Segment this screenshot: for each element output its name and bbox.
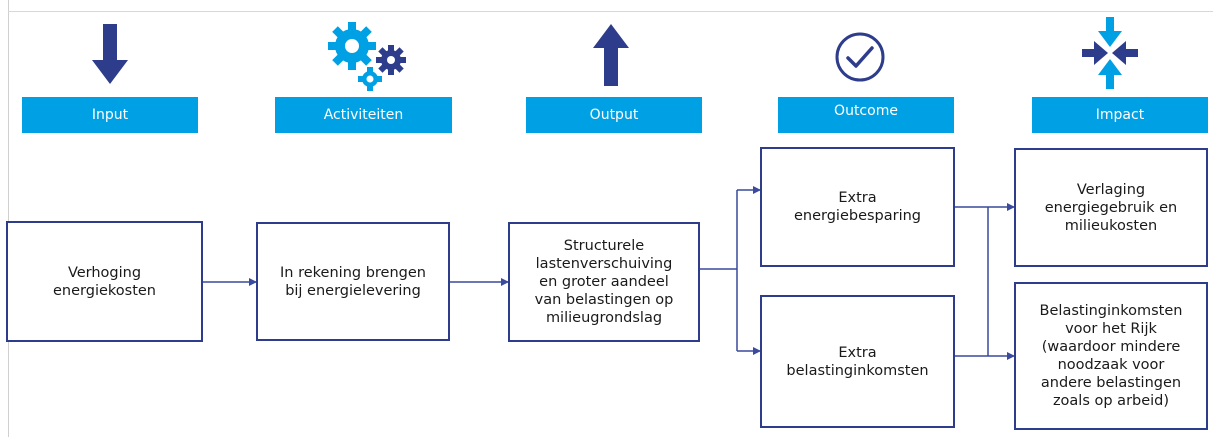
impact-energy-box: Verlaging energiegebruik en milieukosten bbox=[1014, 148, 1208, 267]
activity-box: In rekening brengen bij energielevering bbox=[256, 222, 450, 341]
input-box: Verhoging energiekosten bbox=[6, 221, 203, 342]
gears-icon bbox=[328, 22, 406, 91]
arrow-up-icon bbox=[593, 24, 629, 86]
arrow-down-icon bbox=[92, 24, 128, 84]
stage-activiteiten: Activiteiten bbox=[275, 97, 452, 133]
outcome-tax-box: Extra belastinginkomsten bbox=[760, 295, 955, 428]
frame-line-left bbox=[8, 0, 9, 437]
stage-impact: Impact bbox=[1032, 97, 1208, 133]
outcome-energy-box: Extra energiebesparing bbox=[760, 147, 955, 267]
converging-arrows-icon bbox=[1082, 17, 1138, 89]
output-box: Structurele lastenverschuiving en groter… bbox=[508, 222, 700, 342]
stage-output: Output bbox=[526, 97, 702, 133]
stage-outcome: Outcome bbox=[778, 97, 954, 133]
impact-tax-box: Belastinginkomsten voor het Rijk (waardo… bbox=[1014, 282, 1208, 430]
frame-line-top bbox=[8, 11, 1213, 12]
stage-input: Input bbox=[22, 97, 198, 133]
checkmark-circle-icon bbox=[835, 32, 885, 82]
